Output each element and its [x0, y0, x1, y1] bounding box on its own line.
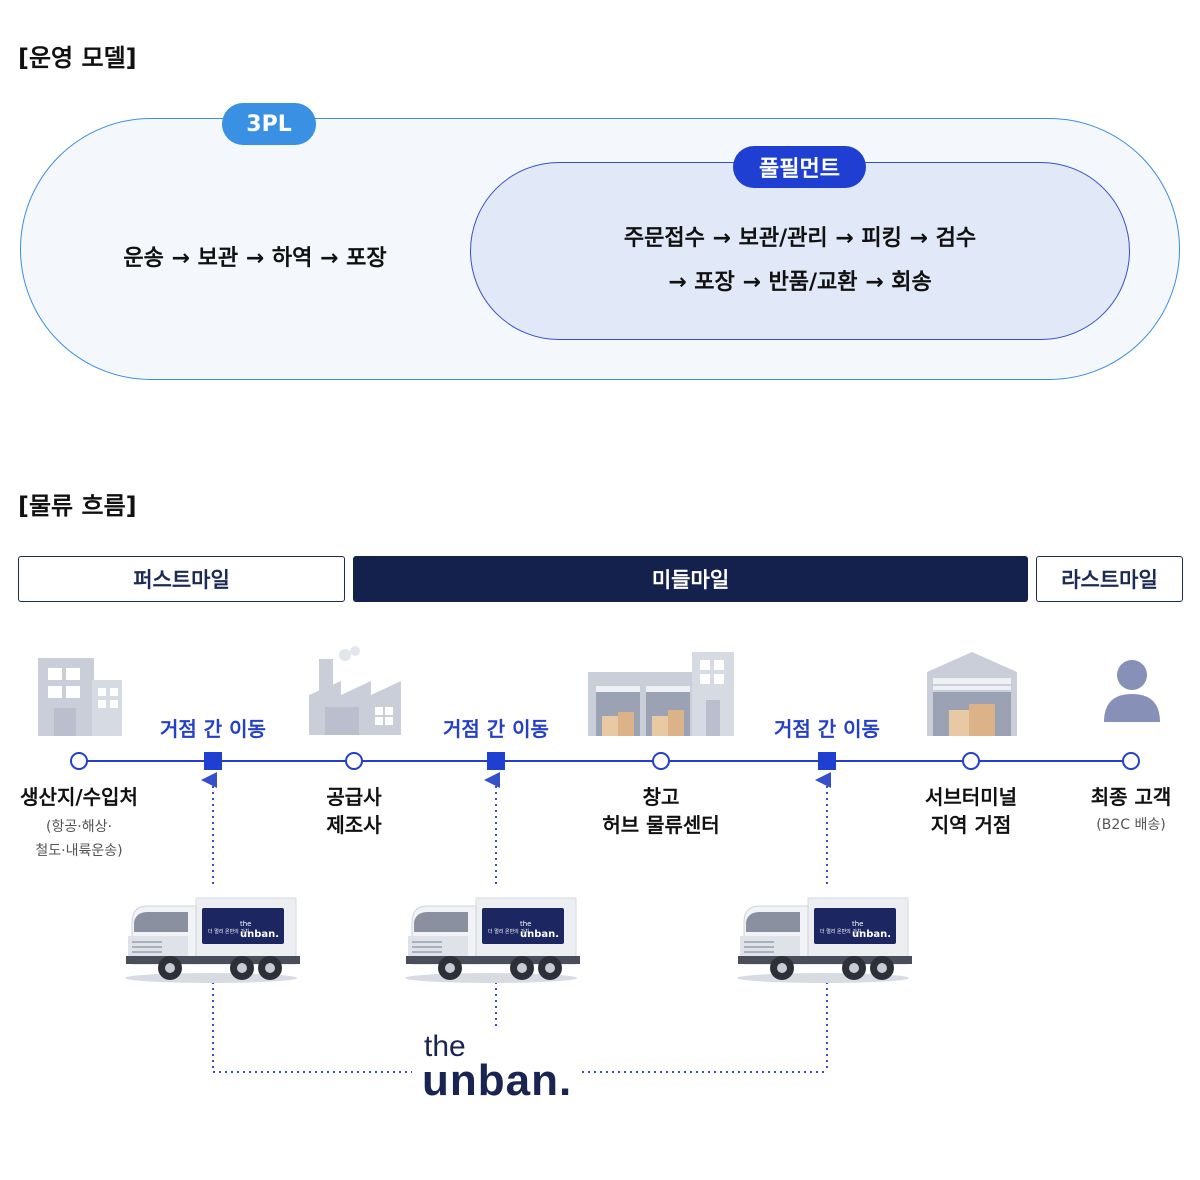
logo-big: unban. [422, 1056, 573, 1105]
node-marker [70, 752, 88, 770]
node-subterminal-line2: 지역 거점 [930, 813, 1012, 837]
logo-small: the [424, 1030, 466, 1063]
truck-brand-big: unban. [520, 929, 559, 940]
fulfillment-scope [470, 162, 1130, 340]
3pl-badge: 3PL [222, 103, 316, 145]
transfer-label-3: 거점 간 이동 [774, 717, 880, 741]
truck-brand-small: the [240, 920, 252, 928]
timeline [70, 752, 1140, 770]
dotted-connectors [201, 772, 831, 1073]
truck-tagline: 더 멀리 온반의 가치 [488, 928, 530, 935]
3pl-flow: 운송 → 보관 → 하역 → 포장 [123, 246, 387, 271]
factory-icon [309, 646, 401, 735]
node-customer: 최종 고객 [1090, 785, 1172, 809]
node-warehouse-line2: 허브 물류센터 [602, 813, 720, 837]
fulfillment-flow-line2: → 포장 → 반품/교환 → 회송 [668, 270, 932, 295]
truck-brand-small: the [852, 920, 864, 928]
node-origin-sub1: (항공·해상· [46, 819, 112, 835]
node-warehouse: 창고 [642, 785, 680, 809]
person-icon [1104, 660, 1160, 722]
truck-icon: 더 멀리 온반의 가치 the unban. [125, 897, 300, 983]
transfer-label-1: 거점 간 이동 [160, 717, 266, 741]
transfer-marker [818, 752, 836, 770]
node-origin-sub2: 철도·내륙운송) [35, 843, 123, 859]
last-mile-box: 라스트마일 [1036, 556, 1183, 602]
transfer-marker [487, 752, 505, 770]
truck-icon: 더 멀리 온반의 가치 the unban. [737, 897, 912, 983]
truck-icon: 더 멀리 온반의 가치 the unban. [405, 897, 580, 983]
operations-title: [운영 모델] [18, 44, 137, 72]
transfer-marker [204, 752, 222, 770]
warehouse-icon [588, 652, 734, 736]
fulfillment-flow-line1: 주문접수 → 보관/관리 → 피킹 → 검수 [623, 226, 977, 251]
truck-brand-big: unban. [240, 929, 279, 940]
truck-brand-big: unban. [852, 929, 891, 940]
truck-tagline: 더 멀리 온반의 가치 [820, 928, 862, 935]
node-supplier: 공급사 [326, 785, 382, 809]
logistics-title: [물류 흐름] [18, 492, 137, 520]
truck-tagline: 더 멀리 온반의 가치 [208, 928, 250, 935]
transfer-label-2: 거점 간 이동 [443, 717, 549, 741]
node-marker [652, 752, 670, 770]
building-icon [38, 658, 122, 736]
node-marker [1122, 752, 1140, 770]
terminal-icon [927, 652, 1017, 736]
node-subterminal: 서브터미널 [925, 785, 1017, 809]
first-mile-box: 퍼스트마일 [18, 556, 345, 602]
fulfillment-badge: 풀필먼트 [733, 146, 866, 188]
middle-mile-box: 미들마일 [353, 556, 1028, 602]
node-origin: 생산지/수입처 [20, 785, 138, 809]
node-marker [962, 752, 980, 770]
truck-brand-small: the [520, 920, 532, 928]
node-customer-sub: (B2C 배송) [1096, 817, 1166, 833]
node-marker [345, 752, 363, 770]
node-supplier-line2: 제조사 [326, 813, 382, 837]
